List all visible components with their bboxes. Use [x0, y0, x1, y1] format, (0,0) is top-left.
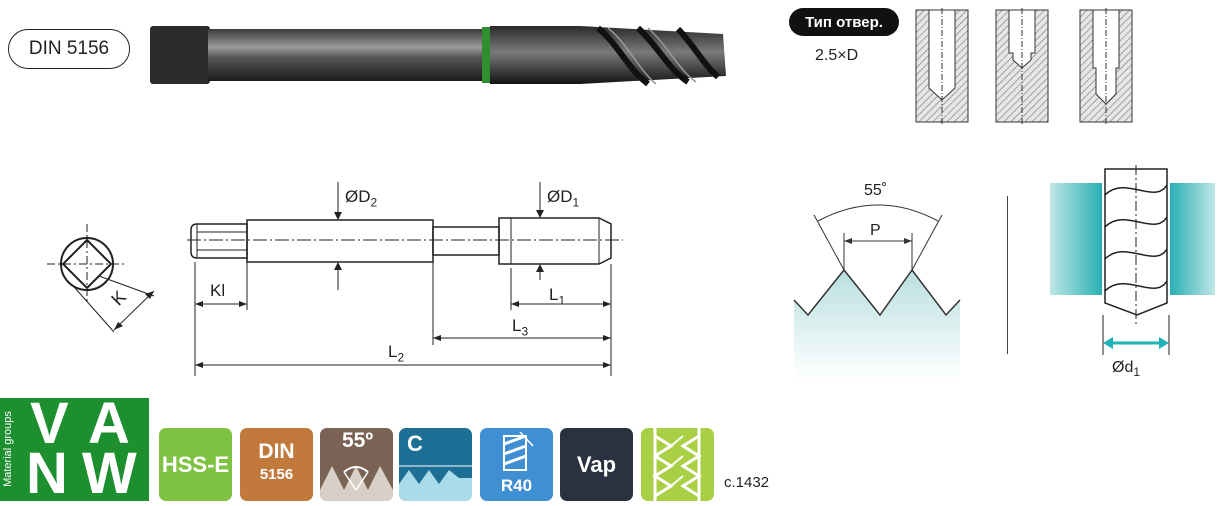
dim-d2-value: D2	[358, 187, 378, 210]
badge-coating: Vap	[560, 428, 633, 501]
badge-chamfer: C	[399, 428, 472, 501]
divider	[1007, 196, 1008, 354]
thread-pitch-label: P	[870, 222, 881, 239]
badge-din: DIN 5156	[240, 428, 313, 501]
tool-photo	[150, 25, 726, 87]
thread-form-icon	[652, 428, 702, 501]
material-a: A	[88, 391, 130, 456]
badge-din-top: DIN	[258, 440, 295, 463]
stepped-hole-diagram	[1079, 8, 1133, 126]
thread-angle-label: 55˚	[864, 182, 888, 199]
hole-type-diagrams	[915, 8, 1133, 126]
material-w: W	[82, 441, 137, 506]
badge-hss-e: HSS-E	[159, 428, 232, 501]
shallow-hole-diagram	[995, 8, 1049, 126]
dim-d2-label: ØD2	[345, 187, 378, 210]
dim-kl-label: Kl	[210, 281, 226, 300]
material-n: N	[26, 441, 68, 506]
material-side-bar	[0, 398, 16, 501]
badge-angle-text: 55º	[342, 429, 374, 452]
cut-dia-label: Ød1	[1112, 359, 1141, 380]
standard-label: DIN 5156	[8, 29, 130, 69]
dim-l1-label: L1	[549, 285, 566, 308]
tap-in-hole-diagram	[1050, 165, 1215, 355]
material-groups-block: V A N W	[16, 391, 149, 506]
hole-type-badge: Тип отвер.	[789, 8, 899, 36]
material-v: V	[30, 391, 69, 456]
dim-l3-label: L3	[512, 316, 529, 339]
badge-din-bottom: 5156	[259, 466, 294, 483]
helix-icon	[503, 432, 534, 471]
depth-ratio: 2.5×D	[815, 47, 859, 64]
thread-angle-icon	[320, 466, 393, 501]
badge-chamfer-text: C	[407, 431, 423, 456]
cut-dia-value: d1	[1124, 359, 1141, 380]
badge-helix-text: R40	[500, 476, 533, 495]
blind-hole-diagram	[915, 8, 969, 126]
tool-drawing	[187, 182, 623, 376]
badge-helix: R40	[480, 428, 553, 501]
thread-profile	[793, 204, 961, 380]
badge-thread-angle: 55º	[320, 428, 393, 501]
dim-d1-value: D1	[560, 187, 580, 210]
dim-l2-label: L2	[388, 342, 405, 365]
material-groups-label: Material groups	[2, 411, 14, 487]
dim-d1-label: ØD1	[547, 187, 580, 210]
square-cross-section	[47, 224, 155, 333]
badge-thread-form	[641, 428, 714, 501]
chamfer-icon	[399, 465, 472, 501]
page-reference: c.1432	[724, 474, 770, 491]
